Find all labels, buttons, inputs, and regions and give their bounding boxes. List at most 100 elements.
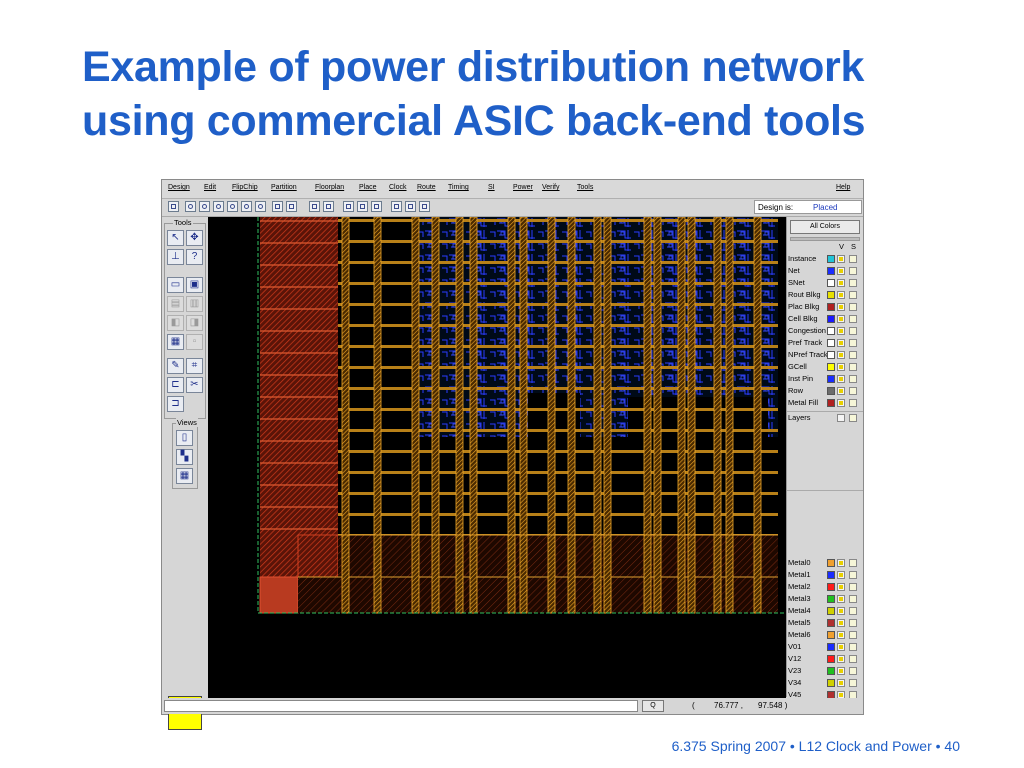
redo-icon[interactable] xyxy=(323,201,334,212)
query-icon[interactable]: ? xyxy=(186,249,203,265)
layer-color-swatch[interactable] xyxy=(827,679,835,687)
layer-visible-checkbox[interactable] xyxy=(837,559,845,567)
object-visible-checkbox[interactable] xyxy=(837,375,845,383)
merge-icon[interactable]: ◨ xyxy=(186,315,203,331)
object-visible-checkbox[interactable] xyxy=(837,267,845,275)
menu-tools[interactable]: Tools xyxy=(577,184,594,191)
menu-si[interactable]: SI xyxy=(488,184,495,191)
object-color-swatch[interactable] xyxy=(827,327,835,335)
layer-color-swatch[interactable] xyxy=(827,559,835,567)
menu-floorplan[interactable]: Floorplan xyxy=(315,184,345,191)
layer-selectable-checkbox[interactable] xyxy=(849,607,857,615)
layer-visible-checkbox[interactable] xyxy=(837,667,845,675)
object-selectable-checkbox[interactable] xyxy=(849,351,857,359)
layer-color-swatch[interactable] xyxy=(827,571,835,579)
grid-icon[interactable]: ▦ xyxy=(167,334,184,350)
object-visible-checkbox[interactable] xyxy=(837,399,845,407)
object-color-swatch[interactable] xyxy=(827,375,835,383)
layers-selectable-checkbox[interactable] xyxy=(849,414,857,422)
object-selectable-checkbox[interactable] xyxy=(849,339,857,347)
menu-verify[interactable]: Verify xyxy=(542,184,560,191)
stretch-icon[interactable]: ▤ xyxy=(167,296,184,312)
add-wire-icon[interactable]: ✎ xyxy=(167,358,184,374)
layout-drawing[interactable] xyxy=(208,217,786,698)
zoom-previous-icon[interactable] xyxy=(241,201,252,212)
layer-selectable-checkbox[interactable] xyxy=(849,667,857,675)
add-polygon-icon[interactable]: ▣ xyxy=(186,277,203,293)
menu-place[interactable]: Place xyxy=(359,184,377,191)
layers-visible-checkbox[interactable] xyxy=(837,414,845,422)
layer-color-swatch[interactable] xyxy=(827,631,835,639)
layer-visible-checkbox[interactable] xyxy=(837,583,845,591)
layout-view-icon[interactable] xyxy=(272,201,283,212)
layer-selectable-checkbox[interactable] xyxy=(849,655,857,663)
layer-selectable-checkbox[interactable] xyxy=(849,631,857,639)
object-selectable-checkbox[interactable] xyxy=(849,375,857,383)
layer-color-swatch[interactable] xyxy=(827,595,835,603)
menu-help[interactable]: Help xyxy=(836,184,851,191)
floorplan-view-icon[interactable]: ▯ xyxy=(176,430,193,446)
menu-flipchip[interactable]: FlipChip xyxy=(232,184,258,191)
cut-rectilinear-icon[interactable]: ▥ xyxy=(186,296,203,312)
object-color-swatch[interactable] xyxy=(827,351,835,359)
layer-visible-checkbox[interactable] xyxy=(837,595,845,603)
object-color-swatch[interactable] xyxy=(827,315,835,323)
undo-icon[interactable] xyxy=(309,201,320,212)
cut-wire-icon[interactable]: ✂ xyxy=(186,377,203,393)
menu-edit[interactable]: Edit xyxy=(204,184,217,191)
snap-icon[interactable]: ▫ xyxy=(186,334,203,350)
object-color-swatch[interactable] xyxy=(827,279,835,287)
layer-visible-checkbox[interactable] xyxy=(837,643,845,651)
hierarchy-icon[interactable] xyxy=(357,201,368,212)
move-icon[interactable]: ✥ xyxy=(186,230,203,246)
object-visible-checkbox[interactable] xyxy=(837,351,845,359)
layer-color-swatch[interactable] xyxy=(827,607,835,615)
object-selectable-checkbox[interactable] xyxy=(849,399,857,407)
object-selectable-checkbox[interactable] xyxy=(849,255,857,263)
layer-visible-checkbox[interactable] xyxy=(837,619,845,627)
layer-color-swatch[interactable] xyxy=(827,583,835,591)
physical-view-grid-icon[interactable]: ▦ xyxy=(176,468,193,484)
open-design-icon[interactable] xyxy=(168,201,179,212)
object-visible-checkbox[interactable] xyxy=(837,303,845,311)
select-arrow-icon[interactable]: ↖ xyxy=(167,230,184,246)
ruler-icon[interactable]: ⊥ xyxy=(167,249,184,265)
command-input[interactable] xyxy=(164,700,638,712)
schematic-icon[interactable] xyxy=(371,201,382,212)
menu-clock[interactable]: Clock xyxy=(389,184,407,191)
object-selectable-checkbox[interactable] xyxy=(849,387,857,395)
object-color-swatch[interactable] xyxy=(827,363,835,371)
add-via-icon[interactable]: ⌗ xyxy=(186,358,203,374)
menu-design[interactable]: Design xyxy=(168,184,190,191)
object-visible-checkbox[interactable] xyxy=(837,327,845,335)
layout-canvas[interactable] xyxy=(208,217,786,698)
edit-wire-icon[interactable]: ⊏ xyxy=(167,377,184,393)
layer-color-swatch[interactable] xyxy=(827,643,835,651)
save-icon[interactable] xyxy=(391,201,402,212)
split-icon[interactable]: ◧ xyxy=(167,315,184,331)
stretch-wire-icon[interactable]: ⊐ xyxy=(167,396,184,412)
layer-color-swatch[interactable] xyxy=(827,667,835,675)
layer-selectable-checkbox[interactable] xyxy=(849,571,857,579)
object-visible-checkbox[interactable] xyxy=(837,291,845,299)
object-selectable-checkbox[interactable] xyxy=(849,327,857,335)
object-visible-checkbox[interactable] xyxy=(837,255,845,263)
zoom-out-icon[interactable] xyxy=(199,201,210,212)
object-visible-checkbox[interactable] xyxy=(837,339,845,347)
layer-color-swatch[interactable] xyxy=(827,619,835,627)
amoeba-view-icon[interactable]: ▚ xyxy=(176,449,193,465)
object-visible-checkbox[interactable] xyxy=(837,315,845,323)
object-visible-checkbox[interactable] xyxy=(837,387,845,395)
object-color-swatch[interactable] xyxy=(827,339,835,347)
object-color-swatch[interactable] xyxy=(827,267,835,275)
query-button[interactable]: Q xyxy=(642,700,664,712)
object-color-swatch[interactable] xyxy=(827,399,835,407)
layer-selectable-checkbox[interactable] xyxy=(849,619,857,627)
zoom-fit-icon[interactable] xyxy=(213,201,224,212)
layer-selectable-checkbox[interactable] xyxy=(849,583,857,591)
layer-visible-checkbox[interactable] xyxy=(837,571,845,579)
summary-report-icon[interactable] xyxy=(343,201,354,212)
layer-visible-checkbox[interactable] xyxy=(837,631,845,639)
object-visible-checkbox[interactable] xyxy=(837,363,845,371)
object-selectable-checkbox[interactable] xyxy=(849,279,857,287)
